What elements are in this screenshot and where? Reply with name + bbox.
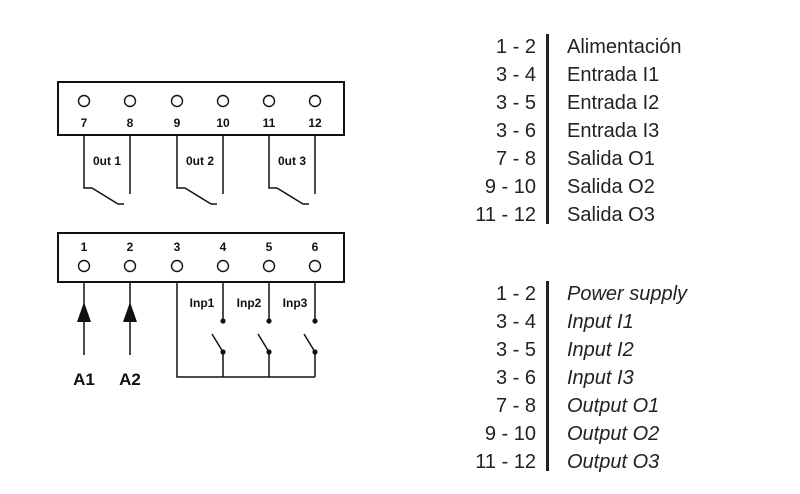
supply-label-a1: A1 bbox=[73, 370, 95, 389]
legend-desc: Entrada I3 bbox=[567, 120, 660, 142]
terminal-circle-6 bbox=[308, 259, 322, 273]
terminal-circle-4 bbox=[216, 259, 230, 273]
input-terminal-circles bbox=[77, 259, 322, 273]
legend-row: 3 - 4 Input I1 bbox=[0, 308, 800, 336]
legend-es-separator bbox=[546, 34, 549, 224]
legend-desc: Entrada I2 bbox=[567, 92, 660, 114]
legend-row: 3 - 6 Input I3 bbox=[0, 364, 800, 392]
terminal-number: 11 bbox=[263, 116, 276, 130]
legend-pins: 11 - 12 bbox=[475, 451, 536, 473]
legend-desc: Output O1 bbox=[567, 395, 660, 417]
terminal-number: 8 bbox=[127, 116, 134, 130]
legend-row: 11 - 12 Output O3 bbox=[0, 448, 800, 476]
legend-row: 3 - 6 Entrada I3 bbox=[0, 117, 800, 145]
legend-row: 7 - 8 Salida O1 bbox=[0, 145, 800, 173]
legend-pins: 3 - 5 bbox=[495, 92, 536, 114]
legend-pins: 3 - 6 bbox=[495, 120, 536, 142]
terminal-circle-5 bbox=[262, 259, 276, 273]
relay-output-3: 0ut 3 bbox=[268, 135, 316, 205]
legend-row: 7 - 8 Output O1 bbox=[0, 392, 800, 420]
output-terminal-block bbox=[57, 81, 345, 136]
legend-pins: 9 - 10 bbox=[484, 423, 536, 445]
terminal-number: 6 bbox=[312, 240, 319, 254]
legend-pins: 1 - 2 bbox=[495, 283, 536, 305]
terminal-circle-3 bbox=[170, 259, 184, 273]
legend-pins: 7 - 8 bbox=[495, 148, 536, 170]
terminal-circle-12 bbox=[308, 94, 322, 108]
legend-desc: Output O3 bbox=[567, 451, 660, 473]
legend-desc: Output O2 bbox=[567, 423, 660, 445]
terminal-number: 7 bbox=[81, 116, 88, 130]
legend-desc: Salida O1 bbox=[567, 148, 655, 170]
terminal-circle-11 bbox=[262, 94, 276, 108]
legend-pins: 9 - 10 bbox=[484, 176, 536, 198]
legend-desc: Entrada I1 bbox=[567, 64, 660, 86]
legend-row: 3 - 5 Entrada I2 bbox=[0, 89, 800, 117]
terminal-number: 3 bbox=[174, 240, 181, 254]
terminal-number: 10 bbox=[216, 116, 230, 130]
supply-arrow-a2: A2 bbox=[119, 282, 141, 389]
legend-row: 11 - 12 Salida O3 bbox=[0, 201, 800, 229]
terminal-number: 5 bbox=[266, 240, 273, 254]
input-switches: Inp1 Inp2 Inp3 bbox=[176, 282, 318, 378]
terminal-number: 2 bbox=[127, 240, 134, 254]
terminal-circle-10 bbox=[216, 94, 230, 108]
terminal-circle-2 bbox=[123, 259, 137, 273]
legend-pins: 11 - 12 bbox=[475, 204, 536, 226]
terminal-circle-7 bbox=[77, 94, 91, 108]
output-label-2: 0ut 2 bbox=[186, 154, 214, 168]
legend-desc: Input I3 bbox=[567, 367, 634, 389]
arrow-up-icon bbox=[77, 302, 91, 322]
legend-pins: 7 - 8 bbox=[495, 395, 536, 417]
legend-english: 1 - 2 Power supply 3 - 4 Input I1 3 - 5 … bbox=[0, 280, 800, 480]
relay-output-2: 0ut 2 bbox=[176, 135, 224, 205]
terminal-number: 1 bbox=[81, 240, 88, 254]
terminal-circle-1 bbox=[77, 259, 91, 273]
legend-spanish: 1 - 2 Alimentación 3 - 4 Entrada I1 3 - … bbox=[0, 33, 800, 233]
legend-en-separator bbox=[546, 281, 549, 471]
supply-arrow-a1: A1 bbox=[73, 282, 95, 389]
supply-label-a2: A2 bbox=[119, 370, 141, 389]
legend-row: 1 - 2 Alimentación bbox=[0, 33, 800, 61]
legend-row: 3 - 5 Input I2 bbox=[0, 336, 800, 364]
legend-desc: Salida O2 bbox=[567, 176, 655, 198]
output-label-3: 0ut 3 bbox=[278, 154, 306, 168]
input-terminal-block bbox=[57, 232, 345, 283]
legend-row: 9 - 10 Output O2 bbox=[0, 420, 800, 448]
input-label-3: Inp3 bbox=[283, 296, 308, 310]
terminal-circle-9 bbox=[170, 94, 184, 108]
legend-pins: 3 - 4 bbox=[495, 64, 536, 86]
relay-output-1: 0ut 1 bbox=[83, 135, 131, 205]
arrow-up-icon bbox=[123, 302, 137, 322]
legend-pins: 3 - 5 bbox=[495, 339, 536, 361]
input-label-1: Inp1 bbox=[190, 296, 215, 310]
legend-desc: Input I2 bbox=[567, 339, 634, 361]
legend-desc: Power supply bbox=[567, 283, 688, 305]
terminal-number: 9 bbox=[174, 116, 181, 130]
output-terminal-numbers: 7 8 9 10 11 12 bbox=[81, 116, 322, 130]
legend-row: 9 - 10 Salida O2 bbox=[0, 173, 800, 201]
terminal-number: 12 bbox=[308, 116, 322, 130]
terminal-circle-8 bbox=[123, 94, 137, 108]
legend-pins: 3 - 4 bbox=[495, 311, 536, 333]
output-terminal-circles bbox=[77, 94, 322, 108]
legend-row: 3 - 4 Entrada I1 bbox=[0, 61, 800, 89]
legend-desc: Input I1 bbox=[567, 311, 634, 333]
output-label-1: 0ut 1 bbox=[93, 154, 121, 168]
legend-pins: 1 - 2 bbox=[495, 36, 536, 58]
terminal-number: 4 bbox=[220, 240, 227, 254]
input-label-2: Inp2 bbox=[237, 296, 262, 310]
legend-pins: 3 - 6 bbox=[495, 367, 536, 389]
legend-row: 1 - 2 Power supply bbox=[0, 280, 800, 308]
legend-desc: Alimentación bbox=[567, 36, 682, 58]
legend-desc: Salida O3 bbox=[567, 204, 655, 226]
input-terminal-numbers: 1 2 3 4 5 6 bbox=[81, 240, 319, 254]
